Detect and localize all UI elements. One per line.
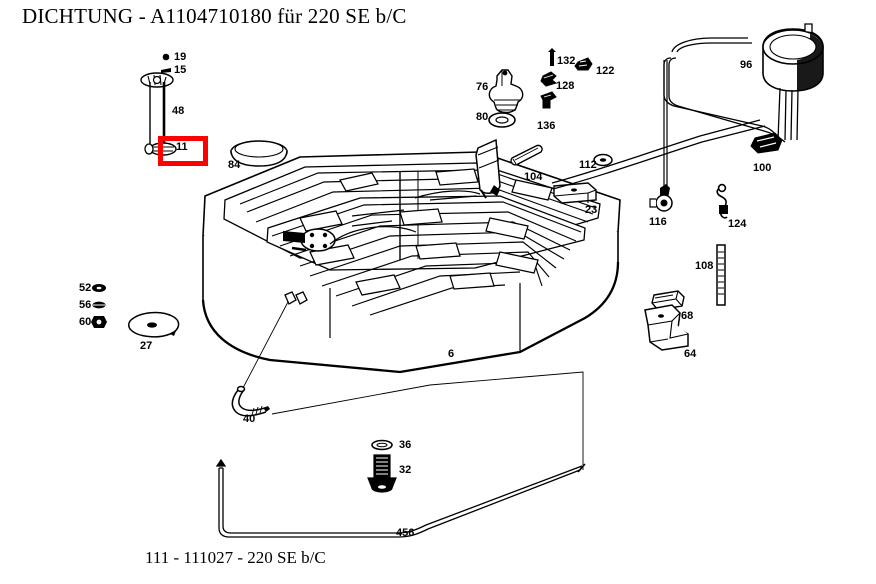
callout-48: 48	[172, 105, 185, 117]
callout-27: 27	[140, 340, 153, 352]
washer-112	[593, 153, 613, 167]
fastener-60	[91, 316, 107, 328]
callout-84: 84	[228, 159, 241, 171]
callout-15: 15	[174, 64, 187, 76]
callout-124: 124	[728, 218, 747, 230]
strap-108	[716, 244, 726, 306]
gasket-80	[488, 112, 516, 128]
callout-60: 60	[79, 316, 92, 328]
callout-104: 104	[524, 171, 543, 183]
grommet-116	[649, 184, 673, 212]
clamp-122	[574, 57, 593, 71]
hose-connector-104	[510, 144, 543, 166]
vent-lines	[551, 37, 786, 190]
callout-112: 112	[579, 159, 597, 171]
callout-116: 116	[649, 216, 667, 228]
diagram-leader-lines	[271, 371, 584, 470]
fuel-tank-pads	[299, 168, 553, 296]
leader-line-40	[242, 299, 290, 389]
clip-128	[540, 71, 558, 87]
filler-tube-assembly	[140, 72, 177, 156]
callout-122: 122	[596, 65, 615, 77]
page-title: DICHTUNG - A1104710180 für 220 SE b/C	[22, 4, 407, 28]
callout-56: 56	[79, 299, 92, 311]
bracket-64	[644, 304, 689, 351]
tank-drain-port	[284, 291, 308, 305]
rubber-pad-23	[553, 182, 597, 204]
fuel-sender-flange	[283, 228, 336, 252]
callout-6: 6	[448, 348, 455, 360]
clip-mount-100	[750, 132, 783, 154]
callout-32: 32	[399, 464, 412, 476]
callout-40: 40	[243, 413, 256, 425]
callout-456: 456	[396, 527, 415, 539]
callout-68: 68	[681, 310, 694, 322]
filler-fasteners	[161, 53, 171, 73]
callout-108: 108	[695, 260, 714, 272]
callout-136: 136	[537, 120, 556, 132]
callout-23: 23	[585, 204, 598, 216]
callout-64: 64	[684, 348, 697, 360]
drain-plug-32	[367, 454, 397, 493]
callout-132: 132	[557, 55, 576, 67]
callout-100: 100	[753, 162, 772, 174]
callout-11: 11	[176, 141, 188, 153]
seal-ring-36	[371, 439, 393, 451]
callout-36: 36	[399, 439, 412, 451]
page-caption: 111 - 111027 - 220 SE b/C	[145, 548, 326, 567]
strap-plate-27	[128, 311, 180, 338]
fastener-52	[92, 284, 106, 292]
tank-filler-neck	[475, 138, 501, 199]
fuel-line-456	[215, 458, 586, 538]
fastener-56	[92, 301, 106, 309]
callout-52: 52	[79, 282, 92, 294]
expansion-tank-96	[762, 23, 824, 141]
tank-cap-84	[230, 140, 288, 167]
callout-76: 76	[476, 81, 489, 93]
fuel-tank-center-detail	[351, 195, 477, 227]
callout-19: 19	[174, 51, 187, 63]
callout-96: 96	[740, 59, 753, 71]
valve-assembly-76	[488, 69, 524, 114]
spring-clip-124	[716, 183, 728, 219]
mount-block-68	[651, 290, 685, 311]
callout-128: 128	[556, 80, 575, 92]
bracket-136	[540, 91, 557, 109]
bolt-132	[548, 48, 556, 66]
drain-hose-40	[231, 385, 270, 417]
fuel-tank-dome	[329, 190, 481, 245]
callout-80: 80	[476, 111, 489, 123]
vent-rod	[663, 60, 668, 195]
